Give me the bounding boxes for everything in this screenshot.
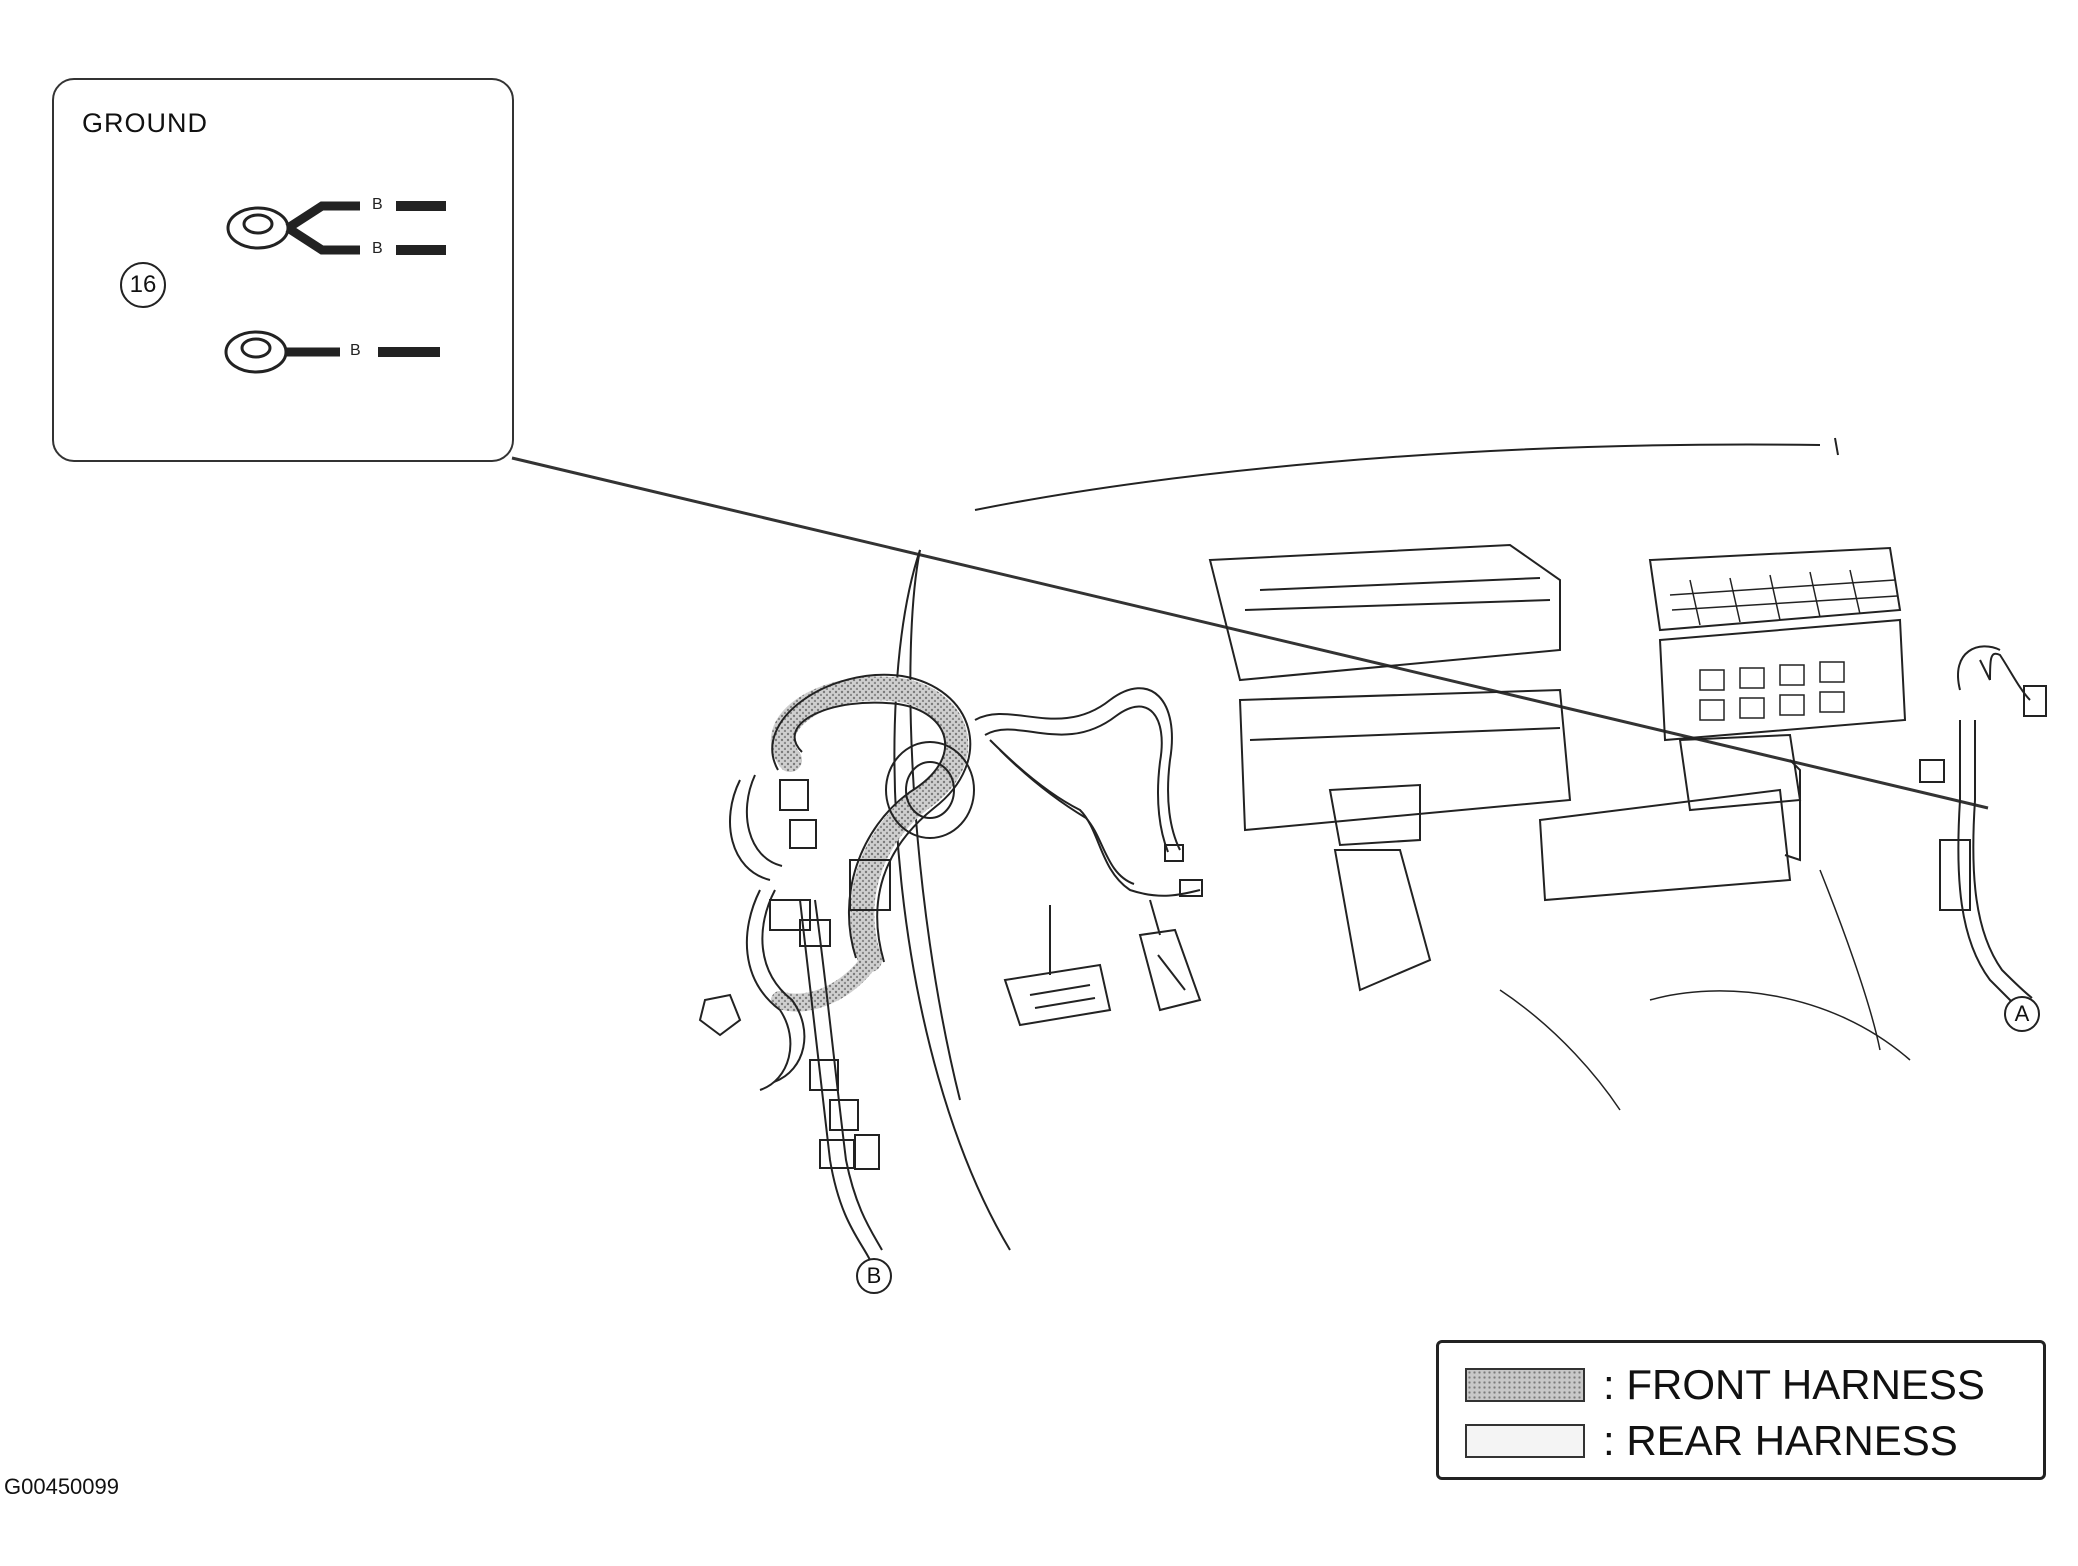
- legend: : FRONT HARNESS : REAR HARNESS: [1436, 1340, 2046, 1480]
- fuse-block: [1648, 546, 1907, 742]
- wire-label: B: [372, 240, 383, 257]
- clock-spring: [885, 741, 975, 839]
- legend-item-front: : FRONT HARNESS: [1465, 1361, 1985, 1408]
- leader-line: [511, 456, 1989, 810]
- connector-label-a: A: [2004, 996, 2040, 1032]
- figure-code: G00450099: [4, 1474, 119, 1499]
- dashboard-outline: [893, 437, 1839, 1251]
- ground-number-circle: 16: [120, 262, 166, 308]
- rear-harness-swatch: [1465, 1424, 1585, 1458]
- floor-outline: [1499, 869, 1911, 1111]
- ground-callout: [52, 78, 514, 462]
- center-console: [1208, 543, 1802, 992]
- front-harness-swatch: [1465, 1368, 1585, 1402]
- legend-label: : FRONT HARNESS: [1603, 1361, 1985, 1408]
- legend-item-rear: : REAR HARNESS: [1465, 1417, 1958, 1464]
- legend-label: : REAR HARNESS: [1603, 1417, 1958, 1464]
- rear-harness-center: [974, 687, 1203, 897]
- rear-harness-left: [698, 774, 891, 1261]
- rear-harness-right: [1919, 645, 2047, 1011]
- ground-callout-title: GROUND: [82, 108, 208, 138]
- ground-terminal-double: [226, 201, 446, 255]
- connector-label-b: B: [856, 1258, 892, 1294]
- front-harness: [771, 676, 969, 1012]
- wire-label: B: [372, 196, 383, 213]
- brake-pedal: [1003, 905, 1112, 1027]
- wire-label: B: [350, 342, 361, 359]
- ground-terminal-single: [224, 330, 440, 374]
- accelerator-pedal: [1138, 899, 1202, 1012]
